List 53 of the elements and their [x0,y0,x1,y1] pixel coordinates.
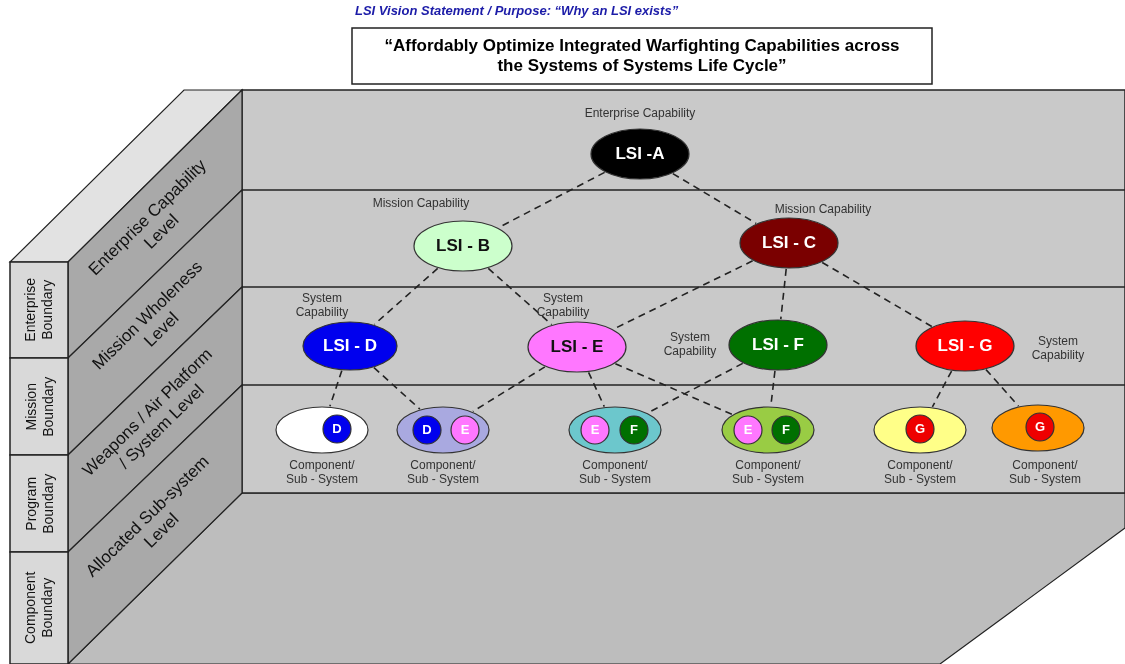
dashed-connector [672,172,757,225]
dashed-connector [587,371,606,408]
component-ellipse [396,406,490,454]
capability-label: Component/ Sub - System [1008,458,1082,487]
dashed-connector [985,368,1020,407]
capability-label: System Capability [662,330,718,359]
capability-label: System Capability [535,291,591,320]
capability-label: Component/ Sub - System [883,458,957,487]
dashed-connector [373,267,439,326]
dashed-connector [780,268,787,320]
component-ellipse [275,406,369,454]
component-ellipse [991,404,1085,452]
lsi-ellipse: LSI - C [739,217,839,269]
lsi-ellipse: LSI -A [590,128,690,180]
capability-label: Component/ Sub - System [731,458,805,487]
boundary-box: Program Boundary [10,455,68,552]
component-circle: E [580,415,610,445]
lsi-ellipse: LSI - B [413,220,513,272]
boundary-box: Mission Boundary [10,358,68,455]
lsi-ellipse: LSI - D [302,321,398,371]
capability-label: System Capability [294,291,350,320]
component-circle: G [905,414,935,444]
heading: LSI Vision Statement / Purpose: “Why an LSI exists” [355,3,679,18]
dashed-connector [472,366,546,413]
component-circle: D [412,415,442,445]
component-circle: D [322,414,352,444]
boundary-box: Component Boundary [10,552,68,664]
dashed-connector [373,366,421,410]
dashed-connector [821,261,933,328]
component-ellipse [873,406,967,454]
dashed-connector [487,267,553,326]
capability-label: Enterprise Capability [583,106,697,121]
component-ellipse [721,406,815,454]
dashed-connector [614,362,733,416]
capability-label: Mission Capability [371,196,471,211]
component-circle: E [733,415,763,445]
capability-label: Component/ Sub - System [406,458,480,487]
component-circle: E [450,415,480,445]
lsi-ellipse: LSI - G [915,320,1015,372]
component-circle: F [619,415,649,445]
dashed-connector [931,370,953,408]
vision-statement-box: “Affordably Optimize Integrated Warfighting Capabilities across the Systems of Systems Life Cycle” [352,28,932,84]
lsi-ellipse: LSI - F [728,319,828,371]
component-circle: G [1025,412,1055,442]
lsi-ellipse: LSI - E [527,321,627,373]
component-ellipse [568,406,662,454]
capability-label: System Capability [1030,334,1086,363]
component-circle: F [771,415,801,445]
dashed-connector [329,369,343,408]
capability-label: Component/ Sub - System [285,458,359,487]
capability-label: Component/ Sub - System [578,458,652,487]
capability-label: Mission Capability [773,202,873,217]
boundary-box: Enterprise Boundary [10,262,68,358]
